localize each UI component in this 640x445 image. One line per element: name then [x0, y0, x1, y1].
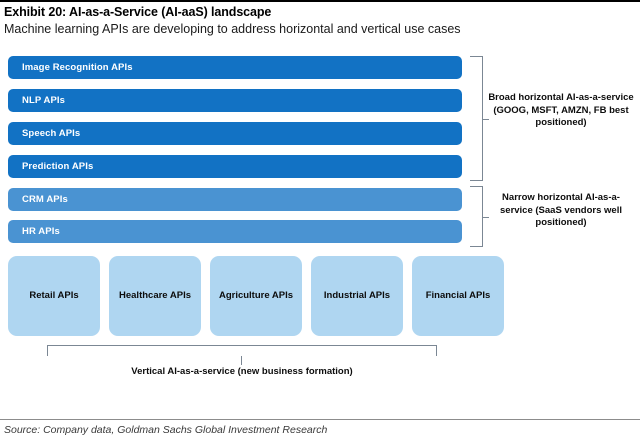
api-bar-label: Image Recognition APIs [22, 62, 133, 73]
vertical-box-label: Retail APIs [29, 290, 79, 301]
vertical-tier-annotation: Vertical AI-as-a-service (new business f… [131, 366, 353, 377]
vertical-box-agriculture[interactable]: Agriculture APIs [210, 256, 302, 336]
api-bar-hr[interactable]: HR APIs [8, 220, 462, 243]
aiaas-landscape-diagram: Image Recognition APIs NLP APIs Speech A… [0, 52, 640, 412]
api-bar-prediction[interactable]: Prediction APIs [8, 155, 462, 178]
narrow-tier-bracket [470, 186, 489, 247]
bracket-nib [482, 216, 489, 218]
broad-tier-bracket [470, 56, 489, 181]
vertical-box-healthcare[interactable]: Healthcare APIs [109, 256, 201, 336]
vertical-box-label: Agriculture APIs [218, 290, 294, 301]
api-bar-label: Prediction APIs [22, 161, 94, 172]
exhibit-subtitle: Machine learning APIs are developing to … [4, 22, 461, 36]
api-bar-image-recognition[interactable]: Image Recognition APIs [8, 56, 462, 79]
vertical-tier-bracket [47, 345, 437, 356]
vertical-box-industrial[interactable]: Industrial APIs [311, 256, 403, 336]
bracket-nib [482, 118, 489, 120]
api-bar-speech[interactable]: Speech APIs [8, 122, 462, 145]
bracket-nib [241, 356, 242, 365]
api-bar-label: CRM APIs [22, 194, 68, 205]
api-bar-crm[interactable]: CRM APIs [8, 188, 462, 211]
broad-tier-annotation: Broad horizontal AI-as-a-service (GOOG, … [488, 92, 634, 128]
vertical-box-label: Healthcare APIs [119, 290, 191, 301]
vertical-box-label: Financial APIs [425, 290, 491, 301]
narrow-tier-annotation: Narrow horizontal AI-as-a-service (SaaS … [500, 192, 622, 228]
api-bar-label: HR APIs [22, 226, 60, 237]
api-bar-label: Speech APIs [22, 128, 81, 139]
exhibit-title: Exhibit 20: AI-as-a-Service (AI-aaS) lan… [4, 5, 272, 19]
source-note: Source: Company data, Goldman Sachs Glob… [4, 424, 328, 436]
vertical-box-retail[interactable]: Retail APIs [8, 256, 100, 336]
vertical-box-financial[interactable]: Financial APIs [412, 256, 504, 336]
exhibit-header: Exhibit 20: AI-as-a-Service (AI-aaS) lan… [0, 0, 640, 37]
api-bar-nlp[interactable]: NLP APIs [8, 89, 462, 112]
source-divider [0, 419, 640, 420]
api-bar-label: NLP APIs [22, 95, 66, 106]
vertical-box-label: Industrial APIs [323, 290, 391, 301]
